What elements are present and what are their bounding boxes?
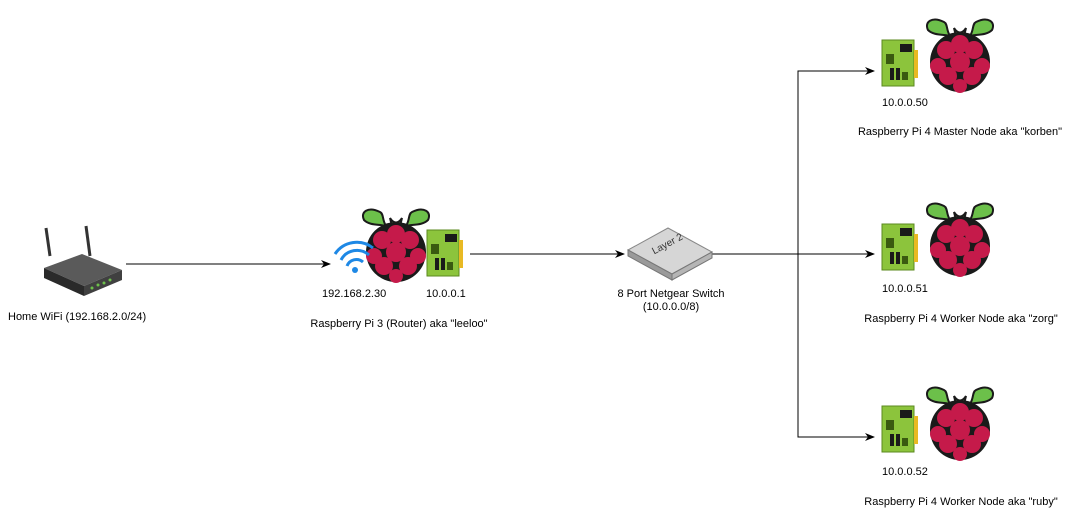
node-label: Raspberry Pi 4 Worker Node aka "zorg" xyxy=(864,313,1058,325)
node-ip: 10.0.0.52 xyxy=(882,466,928,478)
router-label: Home WiFi (192.168.2.0/24) xyxy=(8,311,147,323)
node-label: Raspberry Pi 4 Worker Node aka "ruby" xyxy=(864,496,1058,508)
raspberry-pi-logo-icon xyxy=(925,386,995,462)
leeloo-wifi-ip: 192.168.2.30 xyxy=(322,288,387,300)
node-label: Raspberry Pi 4 Master Node aka "korben" xyxy=(857,126,1063,138)
link-switch-to-korben xyxy=(712,67,875,255)
raspberry-pi-logo-icon xyxy=(925,18,995,94)
node-ip: 10.0.0.50 xyxy=(882,97,928,109)
switch-label-line1: 8 Port Netgear Switch xyxy=(617,288,725,300)
switch-label-line2: (10.0.0.0/8) xyxy=(642,301,700,313)
network-card-icon xyxy=(426,229,464,277)
network-card-icon xyxy=(881,223,919,271)
node-ip: 10.0.0.51 xyxy=(882,283,928,295)
leeloo-label: Raspberry Pi 3 (Router) aka "leeloo" xyxy=(310,318,488,330)
leeloo-eth-ip: 10.0.0.1 xyxy=(426,288,466,300)
network-card-icon xyxy=(881,405,919,453)
wifi-router-icon xyxy=(42,224,124,298)
network-card-icon xyxy=(881,39,919,87)
raspberry-pi-logo-icon xyxy=(925,202,995,278)
link-switch-to-ruby xyxy=(797,254,875,441)
layer-2-switch-icon: Layer 2 xyxy=(626,227,714,281)
